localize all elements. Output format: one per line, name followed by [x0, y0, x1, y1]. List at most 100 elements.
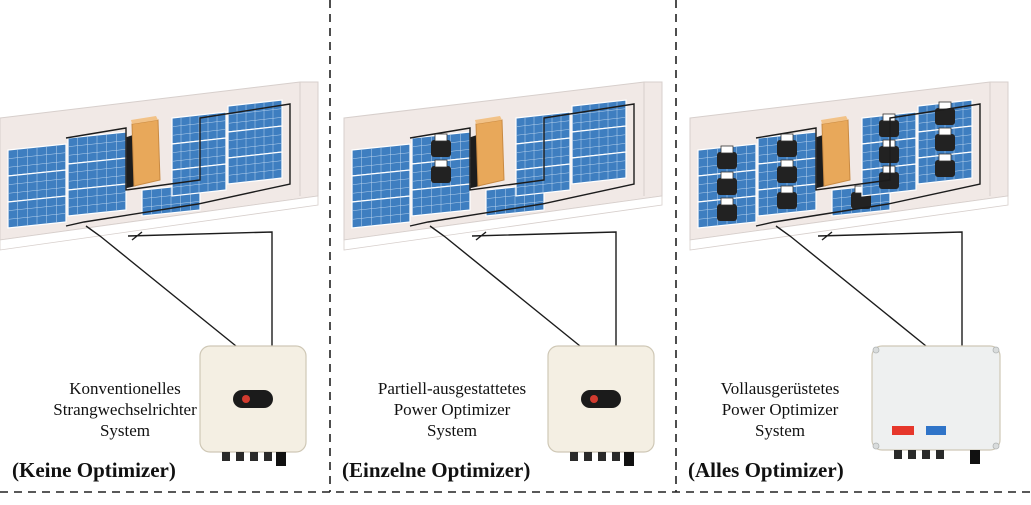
- cell-gridline: [171, 181, 227, 188]
- connector-icon: [598, 452, 606, 461]
- screw-icon: [992, 346, 1000, 354]
- inverter-display-icon: [581, 390, 621, 408]
- string-wiring: [65, 103, 291, 227]
- solar-panel: [757, 183, 817, 217]
- cell-gridline: [571, 160, 627, 167]
- cell-gridline: [7, 178, 67, 185]
- solar-panel: [7, 195, 67, 229]
- cell-gridline: [351, 187, 411, 194]
- optimizer-label-tag: [882, 139, 896, 148]
- cell-gridline: [171, 155, 227, 162]
- screw-icon: [872, 346, 880, 354]
- caption-line: Konventionelles: [69, 379, 181, 398]
- chimney-top: [475, 116, 502, 124]
- dc-cable: [775, 225, 927, 347]
- cell-gridline: [571, 108, 627, 115]
- solar-panel: [861, 137, 917, 171]
- caption-line: Strangwechselrichter: [53, 400, 197, 419]
- dc-cable: [127, 231, 273, 346]
- power-optimizer-icon: [879, 146, 899, 163]
- cell-gridline: [227, 117, 283, 124]
- cell-gridline: [351, 161, 411, 168]
- cell-gridline: [571, 117, 627, 124]
- power-optimizer-icon: [431, 140, 451, 157]
- optimizer-label-tag: [434, 133, 448, 142]
- pv-scene: [689, 81, 1009, 347]
- caption-panel-3: Vollausgerüstetes Power Optimizer System: [690, 378, 870, 441]
- brand-logo-icon: [242, 395, 250, 403]
- connector-icon: [570, 452, 578, 461]
- cell-gridline: [67, 175, 127, 182]
- cell-gridline: [571, 143, 627, 150]
- caption-panel-1: Konventionelles Strangwechselrichter Sys…: [30, 378, 220, 441]
- power-optimizer-icon: [935, 108, 955, 125]
- solar-panel: [697, 195, 757, 229]
- solar-panel: [351, 169, 411, 203]
- roof-edge: [689, 195, 1009, 251]
- cell-gridline: [227, 134, 283, 141]
- power-optimizer-icon: [717, 152, 737, 169]
- cell-gridline: [67, 166, 127, 173]
- roof-edge: [343, 195, 663, 251]
- cell-gridline: [485, 201, 545, 208]
- power-optimizer-icon: [431, 166, 451, 183]
- cell-gridline: [7, 213, 67, 220]
- cell-gridline: [571, 169, 627, 176]
- inverter: [871, 345, 1001, 464]
- cell-gridline: [351, 152, 411, 159]
- cell-gridline: [411, 192, 471, 199]
- solar-panel: [571, 151, 627, 185]
- cell-gridline: [515, 172, 571, 179]
- cell-gridline: [141, 201, 201, 208]
- inverter: [547, 345, 655, 466]
- cell-gridline: [67, 140, 127, 147]
- chimney: [821, 119, 851, 187]
- chimney-top: [821, 116, 848, 124]
- dc-cable: [429, 225, 581, 347]
- connector-icon: [236, 452, 244, 461]
- label-keine-optimizer: (Keine Optimizer): [12, 458, 176, 482]
- connector-icon: [250, 452, 258, 461]
- hd-wave-logo-icon: [926, 426, 946, 435]
- caption-line: Power Optimizer: [721, 400, 839, 419]
- optimizer-label-tag: [882, 165, 896, 174]
- caption-line: Power Optimizer: [393, 400, 511, 419]
- solar-panel: [411, 131, 471, 165]
- roof-edge: [0, 195, 319, 251]
- cell-gridline: [7, 161, 67, 168]
- power-optimizer-icon: [879, 120, 899, 137]
- caption-line: System: [754, 421, 806, 440]
- cell-gridline: [227, 160, 283, 167]
- caption-panel-2: Partiell-ausgestattetes Power Optimizer …: [352, 378, 552, 441]
- solar-panel: [917, 151, 973, 185]
- optimizer-label-tag: [720, 171, 734, 180]
- brand-logo-icon: [892, 426, 914, 435]
- optimizer-label-tag: [938, 127, 952, 136]
- connector-icon: [264, 452, 272, 461]
- connector-icon: [970, 450, 980, 464]
- cell-gridline: [7, 204, 67, 211]
- optimizer-label-tag: [780, 133, 794, 142]
- solar-panel: [571, 125, 627, 159]
- chimney-top: [131, 116, 158, 124]
- power-optimizer-icon: [935, 160, 955, 177]
- cell-gridline: [171, 172, 227, 179]
- caption-line: System: [426, 421, 478, 440]
- optimizer-label-tag: [780, 159, 794, 168]
- label-alles-optimizer: (Alles Optimizer): [688, 458, 844, 482]
- dc-cable: [471, 231, 617, 346]
- connector-icon: [222, 452, 230, 461]
- cell-gridline: [351, 213, 411, 220]
- optimizer-label-tag: [720, 197, 734, 206]
- cell-gridline: [411, 201, 471, 208]
- connector-icon: [936, 450, 944, 459]
- power-optimizer-icon: [777, 192, 797, 209]
- power-optimizer-icon: [851, 192, 871, 209]
- cell-gridline: [67, 192, 127, 199]
- connector-icon: [624, 452, 634, 466]
- cell-gridline: [7, 152, 67, 159]
- solar-panel: [7, 169, 67, 203]
- cell-gridline: [515, 120, 571, 127]
